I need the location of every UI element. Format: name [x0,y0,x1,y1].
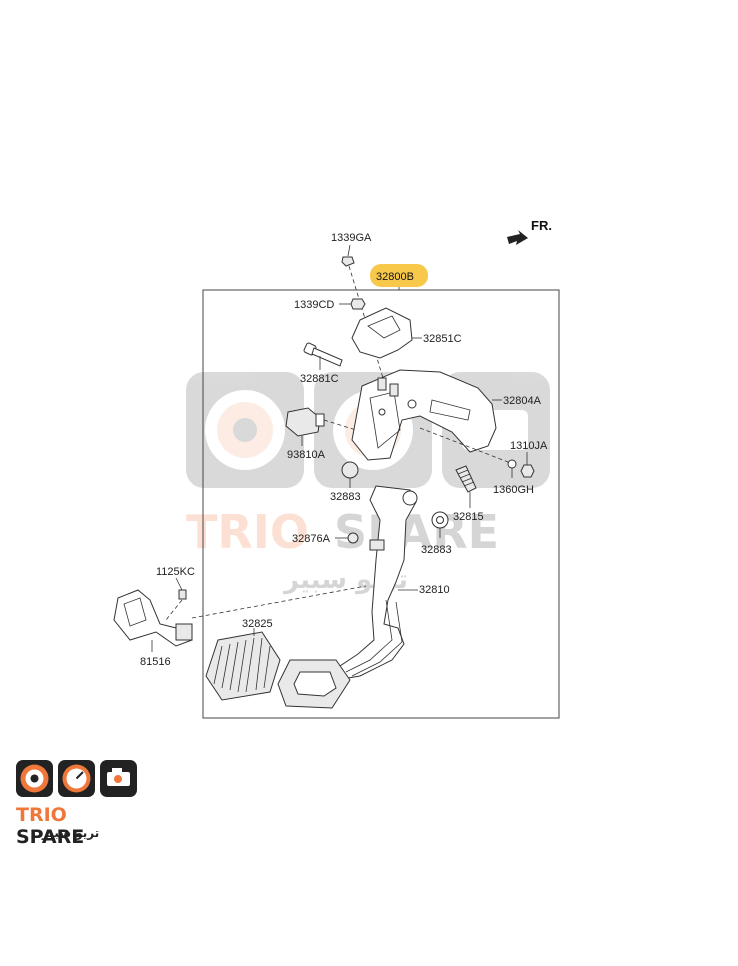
arrow-icon [507,230,528,245]
label-32851c: 32851C [423,333,462,345]
part-1125kc: 1125KC [156,566,195,621]
label-32815: 32815 [453,511,484,523]
logo-title: TRIO SPARE [16,804,140,848]
part-32881c: 32881C [300,342,343,385]
logo-title-1: TRIO [16,804,67,826]
label-32804a: 32804A [503,395,542,407]
label-1310ja: 1310JA [510,440,548,452]
watermark-text-1: TRIO [186,505,309,559]
speaker-icon [16,760,53,797]
label-1125kc: 1125KC [156,566,195,578]
label-1339cd: 1339CD [294,299,334,311]
part-32810: 32810 [333,485,450,681]
speedometer-icon [58,760,95,797]
label-32883-lower: 32883 [421,544,452,556]
label-32825: 32825 [242,618,273,630]
part-1310ja: 1310JA [510,440,548,478]
part-32804a: 32804A [351,369,542,461]
label-1339ga: 1339GA [331,232,372,244]
label-32810: 32810 [419,584,450,596]
label-81516: 81516 [140,656,171,668]
highlight-32800b: 32800B [370,264,428,290]
part-32883-upper: 32883 [330,461,361,503]
part-32815: 32815 [453,465,484,523]
label-32800b: 32800B [376,271,414,283]
trio-spare-logo: TRIO SPARE تريو سبير [16,760,140,848]
engine-icon [100,760,137,797]
pedal-pad-plate [277,659,351,709]
part-32883-lower: 32883 [421,511,452,556]
part-32825: 32825 [205,618,281,701]
label-1360gh: 1360GH [493,484,534,496]
part-1339cd: 1339CD [294,298,366,311]
assembly-frame [202,289,560,719]
part-1360gh: 1360GH [419,427,534,496]
part-81516: 81516 [113,585,367,668]
label-32881c: 32881C [300,373,339,385]
label-32876a: 32876A [292,533,331,545]
front-direction-indicator: FR. [507,218,552,245]
watermark-text-2: SPARE [334,505,499,559]
logo-subtitle: تريو سبير [42,826,100,840]
label-93810a: 93810A [287,449,326,461]
part-32851c: 32851C [351,307,462,359]
direction-label: FR. [531,218,552,233]
part-93810a: 93810A [285,407,357,461]
label-32883-upper: 32883 [330,491,361,503]
part-32876a: 32876A [292,532,359,545]
logo-title-2: SPARE [16,826,85,848]
